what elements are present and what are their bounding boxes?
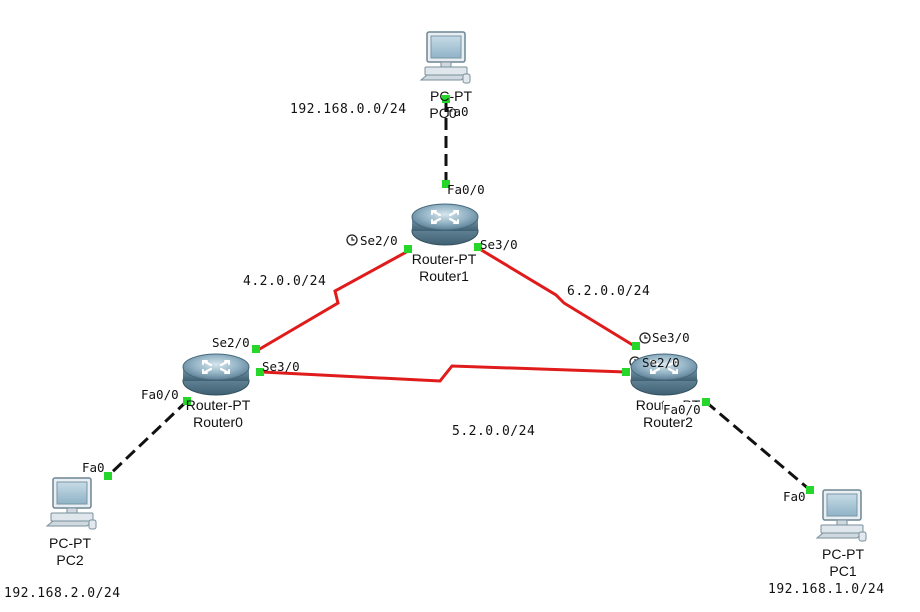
network-label-r1-r2: 6.2.0.0/24 [567,284,651,299]
link-router0-pc2[interactable] [106,399,189,478]
port-label-pc2-fa0: Fa0 [82,460,105,475]
port-light-r2-fa0 [702,398,710,406]
link-router1-router2[interactable] [477,246,637,349]
device-type-pc2: PC-PT [49,535,91,551]
link-router0-router2[interactable] [261,364,627,383]
router-icon[interactable] [181,352,251,397]
port-light-r2-se3 [632,342,640,350]
port-light-r1-fa0 [442,180,450,188]
clock-icon [639,332,651,344]
port-light-pc0-fa0 [442,95,450,103]
port-light-r1-se2 [404,245,412,253]
pc-icon[interactable] [816,489,867,542]
clock-icon [346,234,358,246]
network-label-pc0: 192.168.0.0/24 [290,102,407,117]
port-label-r1-se3: Se3/0 [480,237,518,252]
link-router1-router0[interactable] [257,248,411,352]
device-name-pc0: PC0 [429,105,457,121]
port-label-r2-fa0: Fa0/0 [663,402,701,417]
network-label-pc2: 192.168.2.0/24 [4,586,121,601]
pc-icon[interactable] [420,31,471,84]
device-name-router2: Router2 [643,414,693,430]
device-name-pc1: PC1 [829,563,857,579]
port-light-r2-se2 [622,368,630,376]
port-label-r2-se3: Se3/0 [652,330,690,345]
network-label-r1-r0: 4.2.0.0/24 [243,274,327,289]
port-light-pc1-fa0 [806,486,814,494]
port-label-r0-se2: Se2/0 [212,335,250,350]
device-name-router0: Router0 [193,414,243,430]
device-type-router0: Router-PT [185,397,251,413]
port-light-r1-se3 [474,243,482,251]
port-light-pc2-fa0 [104,472,112,480]
port-label-r1-fa0: Fa0/0 [447,182,485,197]
pc-icon[interactable] [46,477,97,530]
device-type-pc1: PC-PT [822,546,864,562]
device-name-pc2: PC2 [56,552,84,568]
device-type-router1: Router-PT [411,251,477,267]
port-light-r0-se2 [252,345,260,353]
network-label-r0-r2: 5.2.0.0/24 [452,424,536,439]
router-icon[interactable] [410,202,480,247]
port-light-r0-se3 [256,368,264,376]
port-label-r2-se2: Se2/0 [642,355,680,370]
port-light-r0-fa0 [183,397,191,405]
port-label-pc1-fa0: Fa0 [783,489,806,504]
network-label-pc1: 192.168.1.0/24 [768,582,885,597]
port-label-r0-se3: Se3/0 [262,359,300,374]
port-label-r1-se2: Se2/0 [360,233,398,248]
link-router2-pc1[interactable] [705,400,811,492]
device-type-pc0: PC-PT [430,88,472,104]
device-name-router1: Router1 [419,268,469,284]
port-label-pc0-fa0: Fa0 [446,104,469,119]
port-label-r0-fa0: Fa0/0 [141,387,179,402]
